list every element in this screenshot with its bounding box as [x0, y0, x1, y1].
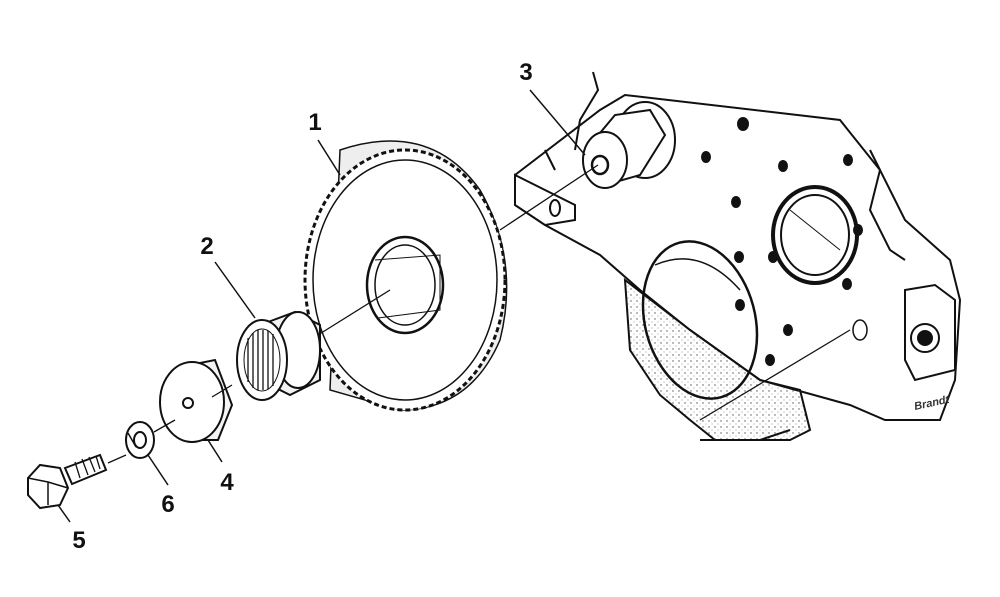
shaft-part [582, 101, 676, 189]
gear-part [303, 140, 508, 412]
callout-label-gear: 1 [308, 109, 321, 136]
housing-main-bore [641, 240, 759, 400]
callout-leader-lines [57, 89, 586, 523]
callout-label-shaft: 3 [519, 59, 532, 86]
lock-washer-part [125, 421, 155, 459]
callout-label-bearing: 2 [200, 233, 213, 260]
bearing-part [236, 310, 321, 401]
bolt-part [27, 453, 108, 510]
housing-bolt-holes [701, 117, 863, 366]
housing-pin-hole [549, 199, 561, 217]
assembly-axis-lines [107, 164, 851, 464]
housing-top-notch [574, 71, 600, 151]
housing-dowel-hole [852, 319, 868, 341]
thrust-washer-part [159, 358, 234, 443]
callout-label-lockwasher: 6 [161, 491, 174, 518]
callout-label-washer: 4 [220, 469, 234, 496]
callout-label-bolt: 5 [72, 527, 85, 554]
